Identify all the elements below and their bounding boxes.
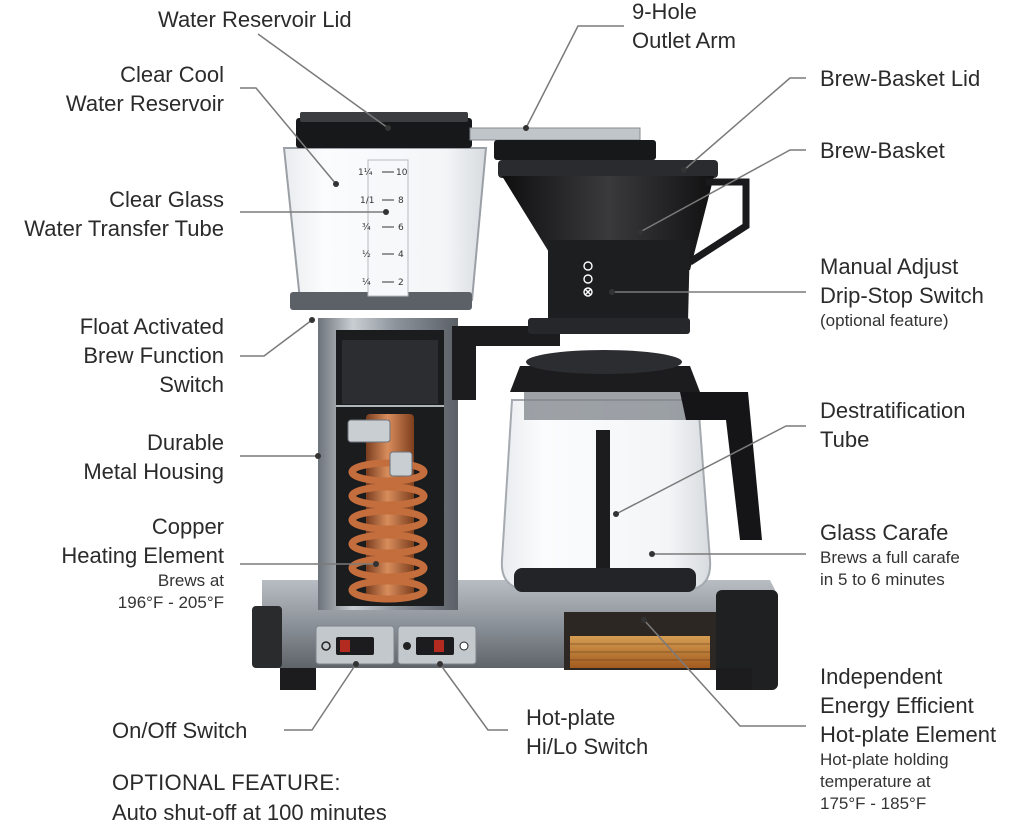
label-line: Clear Glass — [109, 187, 224, 212]
label-note: temperature at — [820, 772, 931, 791]
label-note: (optional feature) — [820, 311, 949, 330]
label-note: Hot-plate holding — [820, 750, 949, 769]
label-water-transfer-tube: Clear Glass Water Transfer Tube — [24, 185, 224, 243]
label-destratification-tube: Destratification Tube — [820, 396, 966, 454]
label-note: Brews at — [157, 571, 224, 590]
tube-scale-label: ½ — [362, 250, 371, 260]
label-line: Energy Efficient — [820, 693, 974, 718]
brew-basket-rim — [498, 160, 718, 178]
copper-heating-element — [347, 414, 428, 603]
label-copper-heating-element: Copper Heating Element Brews at 196°F - … — [61, 512, 224, 614]
label-glass-carafe: Glass Carafe Brews a full carafe in 5 to… — [820, 518, 960, 591]
hi-icon — [459, 641, 469, 651]
label-note: Brews a full carafe — [820, 548, 960, 567]
label-line: Glass Carafe — [820, 520, 949, 545]
hotplate-grid — [570, 643, 710, 661]
label-line: Water Transfer Tube — [24, 216, 224, 241]
base-endcap-right — [716, 590, 778, 690]
label-water-reservoir-lid: Water Reservoir Lid — [158, 7, 352, 32]
foot-right — [716, 668, 752, 690]
tube-scale-label: 1¼ — [358, 168, 373, 178]
optional-feature-heading: OPTIONAL FEATURE: — [112, 770, 341, 795]
label-brew-basket-lid: Brew-Basket Lid — [820, 66, 981, 91]
label-line: Copper — [151, 514, 224, 539]
destratification-tube — [596, 430, 610, 580]
leader-lines — [240, 25, 806, 731]
brew-basket-lid — [494, 140, 656, 160]
label-line: Float Activated — [79, 314, 224, 339]
label-line: Switch — [159, 372, 224, 397]
label-line: Destratification — [820, 398, 966, 423]
label-line: Heating Element — [61, 543, 224, 568]
carafe-bottom — [514, 568, 696, 592]
label-hotplate-element: Independent Energy Efficient Hot-plate E… — [820, 662, 996, 815]
base-foot-left — [252, 606, 282, 668]
drip-stop-switch — [583, 261, 593, 297]
tube-scale-label: 1/1 — [360, 196, 374, 206]
label-line: Hi/Lo Switch — [526, 734, 649, 759]
label-note: 196°F - 205°F — [117, 593, 224, 612]
label-metal-housing: Durable Metal Housing — [83, 428, 224, 486]
label-hilo-switch: Hot-plate Hi/Lo Switch — [526, 703, 648, 761]
label-line: Outlet Arm — [632, 28, 736, 53]
tube-scale-label: ¼ — [362, 278, 371, 288]
water-transfer-tube — [367, 159, 409, 297]
label-note: 175°F - 185°F — [820, 794, 927, 813]
label-float-switch: Float Activated Brew Function Switch — [80, 312, 224, 399]
label-line: Drip-Stop Switch — [820, 283, 984, 308]
tube-scale-label: 8 — [398, 196, 404, 206]
label-onoff-switch: On/Off Switch — [112, 718, 248, 743]
label-line: Brew Function — [83, 343, 224, 368]
label-brew-basket: Brew-Basket — [820, 138, 945, 163]
label-line: Manual Adjust — [820, 254, 959, 279]
tube-scale-label: 10 — [396, 168, 408, 178]
tube-scale-label: 6 — [398, 223, 404, 233]
foot-left — [280, 668, 316, 690]
label-line: Hot-plate Element — [820, 722, 997, 747]
tube-scale-label: 4 — [398, 250, 404, 260]
label-line: Independent — [820, 664, 943, 689]
label-line: Durable — [146, 430, 224, 455]
tube-scale-label: 2 — [398, 278, 404, 288]
label-drip-stop-switch: Manual Adjust Drip-Stop Switch (optional… — [820, 252, 984, 332]
label-clear-water-reservoir: Clear Cool Water Reservoir — [66, 60, 224, 118]
tube-scale-label: ¾ — [362, 223, 371, 233]
label-line: Water Reservoir — [65, 91, 224, 116]
reservoir-lid — [296, 118, 472, 148]
reservoir-base-ring — [290, 292, 472, 310]
outlet-arm — [469, 127, 641, 141]
label-line: Metal Housing — [83, 459, 224, 484]
label-line: Clear Cool — [120, 62, 224, 87]
carafe-lid — [510, 366, 700, 392]
tube-scale — [382, 171, 394, 283]
drip-stop-housing — [548, 240, 690, 322]
label-note: in 5 to 6 minutes — [820, 570, 945, 589]
power-icon — [321, 641, 331, 651]
optional-feature-text: Auto shut-off at 100 minutes — [112, 800, 387, 823]
label-line: Tube — [820, 427, 870, 452]
optional-feature-note: OPTIONAL FEATURE: Auto shut-off at 100 m… — [112, 768, 387, 823]
carafe-handle — [680, 392, 762, 540]
leader-endpoints — [309, 125, 687, 667]
label-line: 9-Hole — [632, 0, 697, 24]
basket-support-arm — [452, 326, 560, 400]
brew-basket-handle — [688, 178, 750, 265]
label-outlet-arm: 9-Hole Outlet Arm — [632, 0, 736, 55]
label-line: Hot-plate — [526, 705, 616, 730]
lo-icon — [403, 642, 411, 650]
